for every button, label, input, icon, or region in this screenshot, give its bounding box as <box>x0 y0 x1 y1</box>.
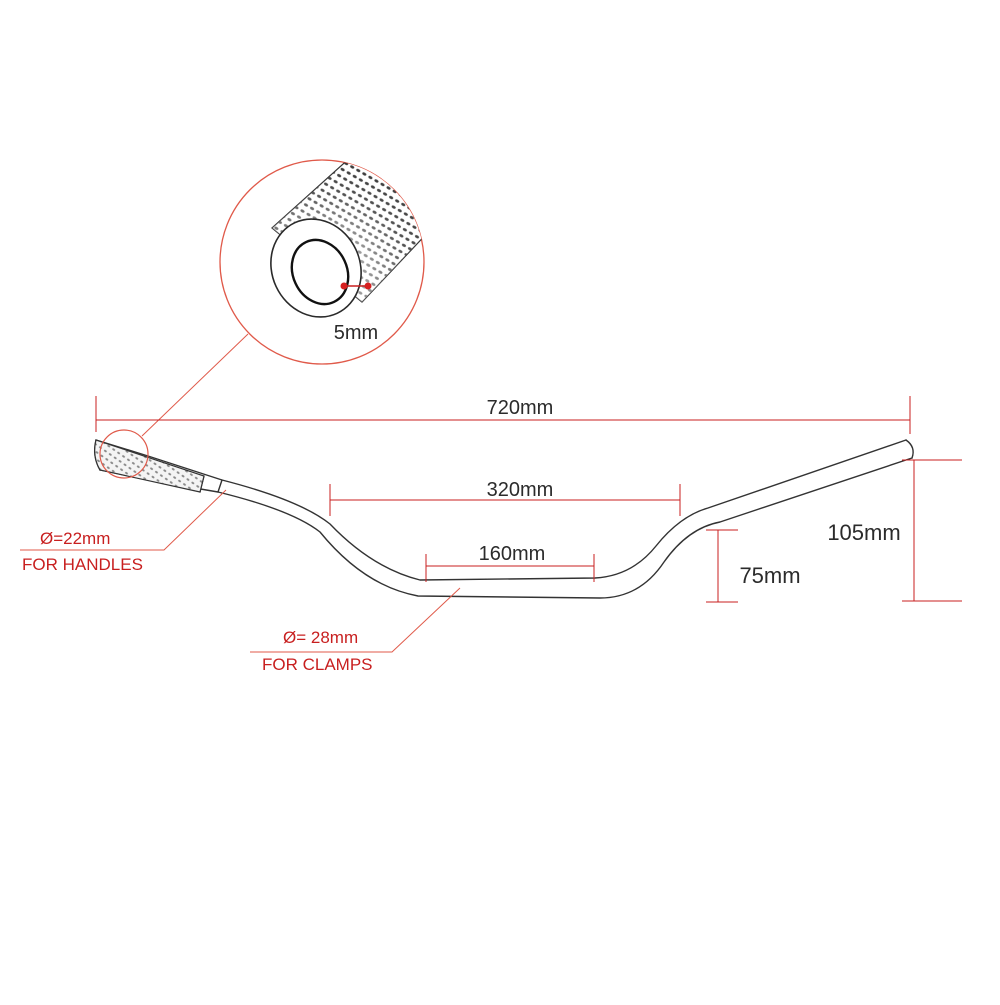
inner-width-label: 320mm <box>487 479 554 501</box>
clamp-annotation <box>250 587 461 653</box>
zoom-detail: 5mm <box>99 159 425 479</box>
dimension-overall <box>95 396 911 434</box>
dimension-inner <box>329 484 681 516</box>
wall-marker-outer <box>364 282 372 290</box>
dimension-clamp <box>425 554 595 582</box>
handle-leader-line <box>20 489 227 551</box>
rise-outer-label: 105mm <box>827 520 900 545</box>
tube-outline-top <box>95 439 907 581</box>
clamp-width-label: 160mm <box>479 543 546 565</box>
dimension-rise-inner <box>706 529 738 603</box>
wall-thickness-label: 5mm <box>334 322 378 344</box>
dimension-rise-outer <box>902 459 962 602</box>
wall-marker-inner <box>340 282 348 290</box>
clamp-purpose-label: FOR CLAMPS <box>262 655 373 674</box>
handle-annotation <box>20 489 227 551</box>
handle-diameter-label: Ø=22mm <box>40 529 110 548</box>
grip-step-inner <box>217 479 223 493</box>
rise-inner-label: 75mm <box>739 563 800 588</box>
tube-end-right <box>905 439 914 459</box>
clamp-leader-line <box>250 587 461 653</box>
overall-width-label: 720mm <box>487 397 554 419</box>
clamp-diameter-label: Ø= 28mm <box>283 628 358 647</box>
handle-purpose-label: FOR HANDLES <box>22 555 143 574</box>
tube-outline-bottom <box>99 457 913 599</box>
zoom-small-circle <box>99 429 149 479</box>
zoom-tube-bore <box>290 238 350 306</box>
grip-knurl <box>94 439 205 493</box>
zoom-leader-line <box>141 333 249 437</box>
